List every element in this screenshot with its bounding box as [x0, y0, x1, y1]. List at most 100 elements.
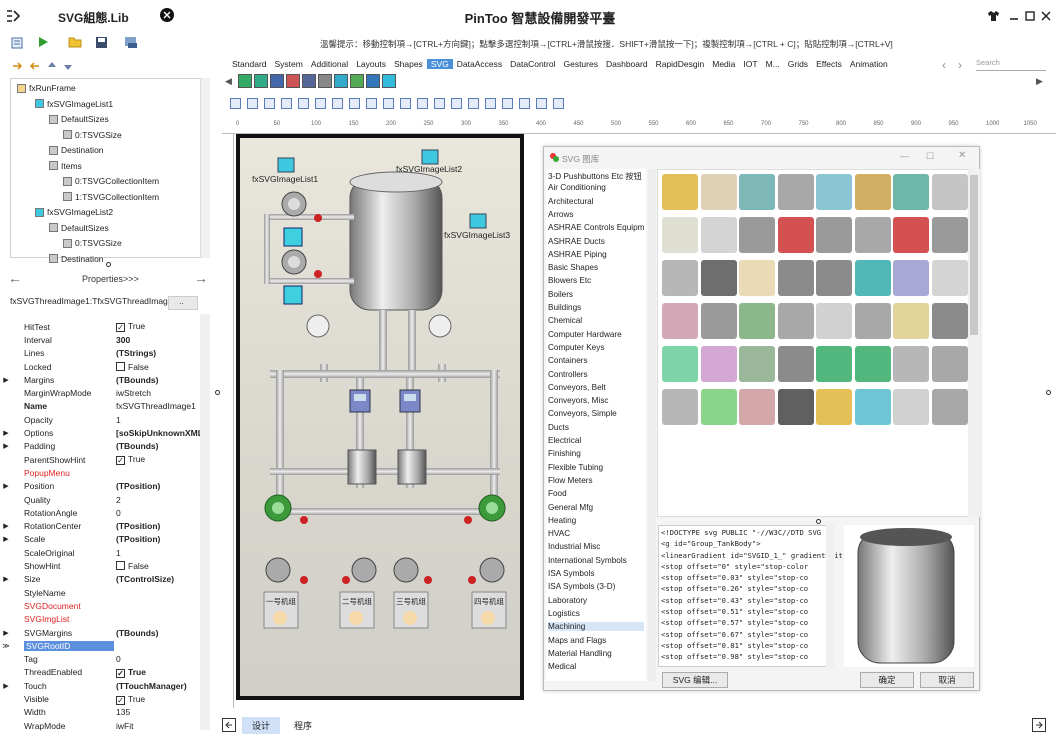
prop-value[interactable]: ✓True: [116, 454, 200, 466]
prop-value[interactable]: (TBounds): [116, 628, 200, 638]
prop-value[interactable]: [soSkipUnknownXML: [116, 428, 203, 438]
svg-source-view[interactable]: <!DOCTYPE svg PUBLIC "-//W3C//DTD SVG<g …: [658, 525, 843, 667]
component-selector[interactable]: fxSVGThreadImage1:TfxSVGThreadImage: [10, 296, 173, 310]
gallery-symbol-icon[interactable]: [700, 217, 737, 253]
align-tool-icon[interactable]: [332, 98, 343, 109]
gallery-symbol-icon[interactable]: [931, 346, 968, 382]
tree-tool-icon[interactable]: [12, 60, 24, 72]
prop-row[interactable]: HitTest✓True: [0, 320, 200, 333]
dialog-splitter-handle[interactable]: [816, 519, 821, 524]
gallery-symbol-icon[interactable]: [931, 174, 968, 210]
tab-system[interactable]: System: [274, 59, 303, 69]
prop-row[interactable]: ▶Touch(TTouchManager): [0, 679, 200, 692]
prop-expand-icon[interactable]: ▶: [3, 483, 9, 491]
component-selector-button[interactable]: ..: [168, 296, 198, 310]
gallery-symbol-icon[interactable]: [816, 346, 852, 382]
align-tool-icon[interactable]: [553, 98, 564, 109]
close-icon[interactable]: [1040, 9, 1052, 23]
prop-row[interactable]: ▶Padding(TBounds): [0, 440, 200, 453]
prop-value[interactable]: (TControlSize): [116, 574, 200, 584]
gallery-symbol-icon[interactable]: [662, 303, 698, 339]
palette-component-icon[interactable]: [286, 74, 300, 88]
gallery-scrollbar[interactable]: [968, 169, 980, 517]
align-tool-icon[interactable]: [485, 98, 496, 109]
prop-value[interactable]: (TStrings): [116, 348, 200, 358]
palette-search[interactable]: Search: [976, 58, 1000, 67]
image-list-label-2[interactable]: fxSVGImageList2: [396, 164, 463, 174]
save-icon[interactable]: [94, 35, 108, 49]
gallery-symbol-icon[interactable]: [816, 389, 852, 425]
prop-value[interactable]: 1: [116, 548, 200, 558]
tab-dashboard[interactable]: Dashboard: [605, 59, 648, 69]
gallery-symbol-icon[interactable]: [739, 174, 775, 210]
category-item[interactable]: Computer Hardware: [548, 329, 622, 339]
gallery-symbol-icon[interactable]: [777, 217, 814, 253]
palette-component-icon[interactable]: [270, 74, 284, 88]
prop-value[interactable]: ✓True: [116, 694, 200, 705]
prop-row[interactable]: ▶Options[soSkipUnknownXML: [0, 426, 203, 439]
palette-prev-icon[interactable]: ‹: [942, 58, 946, 72]
maximize-icon[interactable]: [1024, 9, 1036, 23]
tab-rapiddesgin[interactable]: RapidDesgin: [655, 59, 705, 69]
new-file-icon[interactable]: [10, 35, 24, 49]
align-tool-icon[interactable]: [298, 98, 309, 109]
open-folder-icon[interactable]: [68, 35, 82, 49]
category-item[interactable]: Boilers: [548, 289, 574, 299]
prop-row[interactable]: ▶Scale(TPosition): [0, 533, 200, 546]
gallery-symbol-icon[interactable]: [816, 260, 852, 296]
prop-row[interactable]: SVGImgList: [0, 613, 200, 626]
category-item[interactable]: Computer Keys: [548, 342, 605, 352]
prop-checkbox[interactable]: [116, 561, 125, 571]
prop-value[interactable]: (TBounds): [116, 441, 200, 451]
tab-additional[interactable]: Additional: [310, 59, 349, 69]
prop-row[interactable]: ▶RotationCenter(TPosition): [0, 520, 200, 533]
gallery-symbol-icon[interactable]: [893, 217, 929, 253]
prop-value[interactable]: 0: [116, 508, 200, 518]
canvas-handle-right[interactable]: [1046, 390, 1051, 395]
category-item[interactable]: Logistics: [548, 608, 580, 618]
prop-value[interactable]: (TTouchManager): [116, 681, 200, 691]
palette-component-icon[interactable]: [382, 74, 396, 88]
gallery-symbol-icon[interactable]: [854, 346, 891, 382]
prop-row[interactable]: PopupMenu: [0, 466, 200, 479]
gallery-symbol-icon[interactable]: [777, 260, 814, 296]
category-item[interactable]: ASHRAE Ducts: [548, 236, 605, 246]
image-list-label-1[interactable]: fxSVGImageList1: [252, 174, 319, 184]
category-scrollbar[interactable]: [648, 169, 656, 681]
tab-grids[interactable]: Grids: [787, 59, 809, 69]
gallery-symbol-icon[interactable]: [931, 389, 968, 425]
prop-row[interactable]: ThreadEnabled✓True: [0, 666, 200, 679]
category-item[interactable]: Conveyors, Simple: [548, 409, 617, 419]
prop-checkbox[interactable]: ✓: [116, 456, 125, 466]
tab-animation[interactable]: Animation: [849, 59, 888, 69]
prop-checkbox[interactable]: ✓: [116, 668, 125, 678]
category-item[interactable]: Conveyors, Belt: [548, 382, 606, 392]
category-item[interactable]: Heating: [548, 515, 577, 525]
category-item[interactable]: Flexible Tubing: [548, 462, 604, 472]
category-item[interactable]: 3-D Pushbuttons Etc 按钮: [548, 172, 642, 181]
props-forward-icon[interactable]: →: [194, 270, 208, 286]
design-form[interactable]: fxSVGImageList1 fxSVGImageList2 fxSVGIma…: [236, 134, 524, 700]
category-item[interactable]: Arrows: [548, 209, 574, 219]
prop-row[interactable]: ▶Margins(TBounds): [0, 373, 200, 386]
prop-value[interactable]: (TPosition): [116, 481, 200, 491]
prop-checkbox[interactable]: ✓: [116, 695, 125, 705]
prop-checkbox[interactable]: ✓: [116, 323, 125, 333]
gallery-symbol-icon[interactable]: [893, 174, 929, 210]
category-item[interactable]: Conveyors, Misc: [548, 396, 609, 406]
align-tool-icon[interactable]: [383, 98, 394, 109]
prop-value[interactable]: 135: [116, 707, 200, 717]
tree-node[interactable]: 1:TSVGCollectionItem: [63, 192, 159, 202]
gallery-symbol-icon[interactable]: [777, 389, 814, 425]
prop-expand-icon[interactable]: ▶: [3, 376, 9, 384]
category-item[interactable]: Maps and Flags: [548, 635, 607, 645]
move-down-icon[interactable]: [62, 60, 74, 72]
gallery-symbol-icon[interactable]: [739, 260, 775, 296]
align-tool-icon[interactable]: [502, 98, 513, 109]
code-tab[interactable]: 程序: [293, 721, 312, 731]
tab-datacontrol[interactable]: DataControl: [510, 59, 556, 69]
tree-node[interactable]: DefaultSizes: [49, 223, 109, 233]
